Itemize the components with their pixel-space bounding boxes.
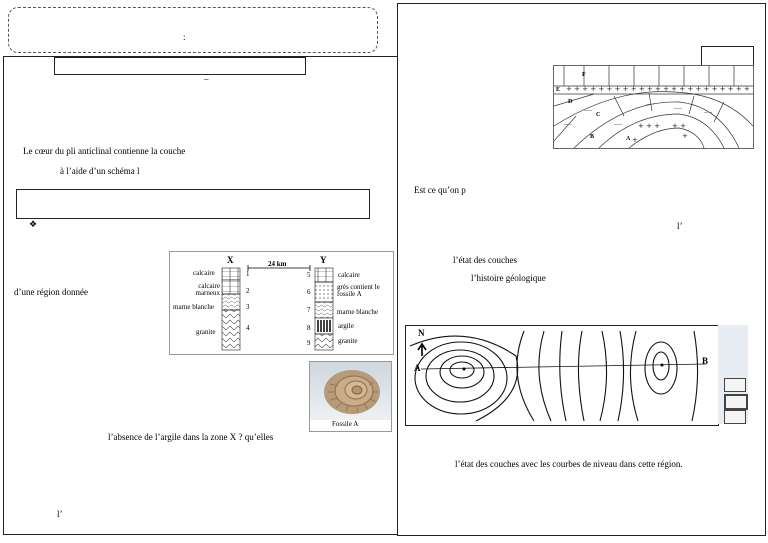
region-text: d’une région donnée (14, 287, 88, 297)
x-layer-name: calcaire (193, 269, 215, 277)
y-layer-num: 5 (307, 271, 311, 279)
fossil-caption: Fossile A (332, 420, 359, 428)
svg-text:—: — (673, 103, 683, 112)
y-layer-name: argile (338, 322, 354, 330)
svg-text:—: — (613, 119, 623, 128)
fold-label: B (590, 134, 595, 140)
question-est-ce: Est ce qu’on p (414, 185, 466, 195)
north-label: N (418, 328, 425, 338)
x-layer-num: 1 (246, 270, 250, 278)
bullet-icon: ❖ (29, 220, 38, 230)
legend-box (724, 378, 746, 392)
legend-box (724, 410, 746, 424)
etat-couches-text: l’état des couches (453, 255, 517, 265)
histoire-text: l’histoire géologique (471, 273, 546, 283)
svg-text:+: + (632, 136, 638, 144)
header-box: : (8, 7, 378, 53)
fold-label: E (556, 87, 561, 93)
question-argile: l’absence de l’argile dans la zone X ? q… (108, 432, 274, 442)
column-x-label: X (227, 255, 234, 265)
y-layer-num: 9 (307, 339, 311, 347)
fold-label: F (582, 72, 586, 78)
y-layer-name: calcaire (338, 271, 360, 279)
y-layer-num: 8 (307, 324, 311, 332)
svg-text:+: + (682, 132, 688, 140)
header-colon: : (183, 32, 186, 42)
question-fold-core: Le cœur du pli anticlinal contienne la c… (23, 146, 186, 156)
fold-label: D (568, 99, 573, 105)
svg-text:+ + + + + + + + + + + + + + +: + + + + + + + + + + + + + + + + + + + + … (566, 85, 753, 93)
contour-map: N A B (405, 325, 719, 426)
svg-text:—: — (563, 119, 573, 128)
y-layer-num: 6 (307, 288, 311, 296)
question-schema: à l’aide d’un schéma l (60, 166, 140, 176)
dash-mark: – (204, 74, 209, 84)
column-y-label: Y (320, 255, 327, 265)
x-layer-name: granite (196, 328, 216, 336)
fold-drawing: + + + + + + + + + + + + + + + + + + + + … (553, 66, 768, 149)
svg-text:+ +: + + (672, 122, 686, 130)
svg-text:—: — (645, 99, 655, 108)
y-layer-name: granite (338, 337, 358, 345)
x-layer-num: 3 (246, 303, 250, 311)
svg-text:—: — (703, 107, 713, 116)
y-layer-name: marne blanche (337, 308, 379, 316)
right-page (397, 3, 766, 536)
svg-text:+ + +: + + + (638, 122, 660, 130)
svg-text:—: — (583, 105, 593, 114)
columns-figure: X Y 24 km calcaire 1 calcaire marneux 2 … (169, 251, 394, 355)
title-box (54, 57, 306, 75)
fossil-figure: Fossile A (309, 361, 392, 432)
y-layer-name: grès contient le fossile A (337, 283, 380, 298)
ammonite-image (310, 362, 391, 420)
x-layer-name: calcaire marneux (195, 282, 221, 297)
fold-figure: + + + + + + + + + + + + + + + + + + + + … (553, 65, 768, 149)
point-b-label: B (702, 356, 709, 366)
fold-label: A (626, 136, 631, 142)
apostrophe-mark: l’ (677, 221, 683, 231)
fold-label: C (596, 112, 601, 118)
answer-box (16, 189, 370, 219)
etat-courbes-text: l’état des couches avec les courbes de n… (455, 459, 683, 469)
y-layer-num: 7 (307, 306, 311, 314)
small-answer-box (701, 46, 754, 66)
legend-box (724, 394, 748, 410)
distance-label: 24 km (268, 260, 287, 268)
footer-apostrophe: l’ (57, 509, 63, 519)
x-layer-num: 2 (246, 287, 250, 295)
point-a-label: A (414, 363, 421, 373)
x-layer-num: 4 (246, 324, 250, 332)
columns-drawing (221, 265, 334, 351)
x-layer-name: marne blanche (173, 303, 215, 311)
contour-drawing (409, 330, 707, 422)
